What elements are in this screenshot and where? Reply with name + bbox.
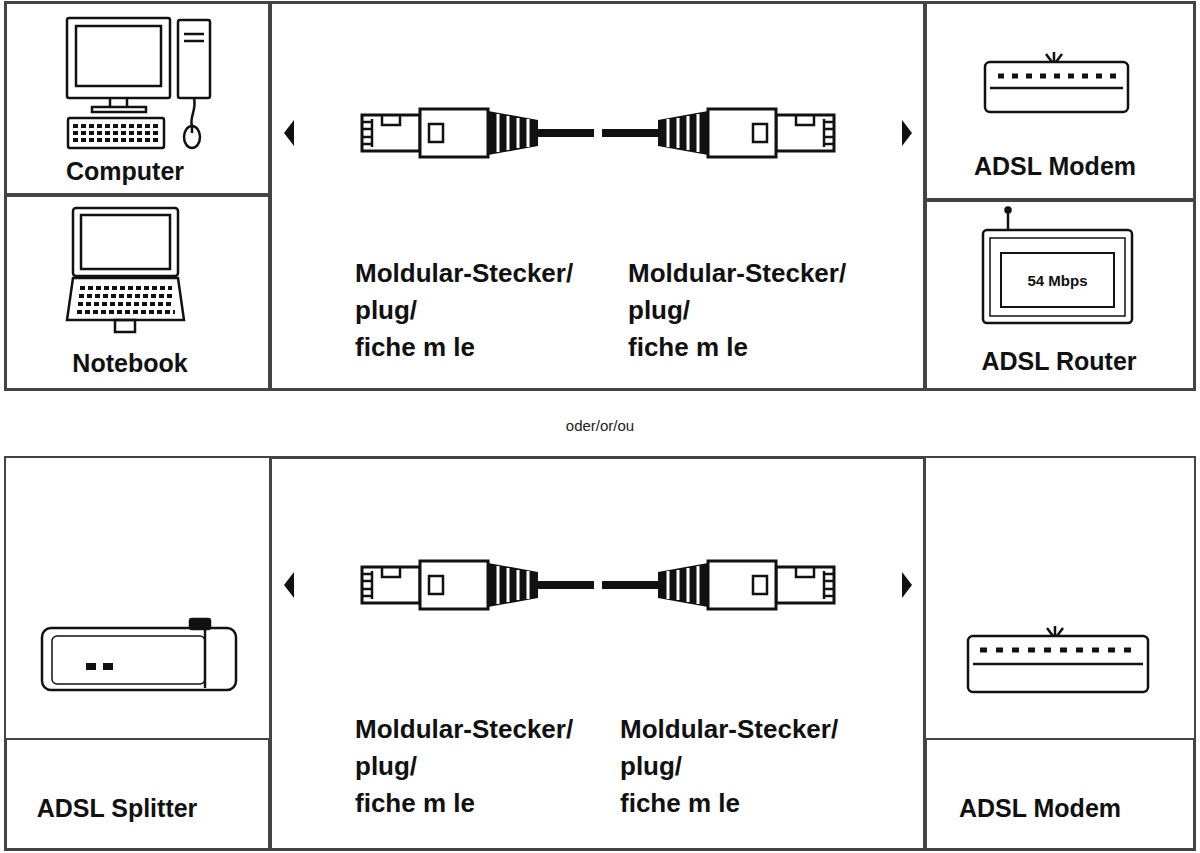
wrap-shape (745, 711, 860, 822)
direction-chevron (902, 572, 912, 598)
separator-note: oder/or/ou (566, 417, 634, 435)
wrap-shape (480, 711, 595, 822)
wrap-shape (480, 255, 595, 366)
device-label: ADSL Router (981, 346, 1136, 376)
router-icon (983, 208, 1132, 324)
device-cell: ADSL Modem (925, 738, 1195, 850)
plug-label: Moldular-Stecker/ plug/ fiche m le (620, 711, 860, 822)
direction-chevron (284, 572, 294, 598)
device-cell: ADSL Modem (925, 2, 1195, 200)
plug-half (602, 561, 834, 609)
plug-label: Moldular-Stecker/ plug/ fiche m le (355, 255, 595, 366)
device-label: Computer (66, 156, 184, 186)
direction-chevron (284, 120, 294, 146)
plug-half (362, 561, 594, 609)
panel-frame (5, 2, 1195, 390)
device-label: ADSL Splitter (37, 793, 198, 823)
modem-icon (985, 52, 1128, 112)
device-cell: Notebook (5, 195, 270, 390)
cable-illustration (362, 561, 834, 609)
splitter-icon (42, 619, 236, 690)
cable-cell: Moldular-Stecker/ plug/ fiche m le Moldul… (270, 2, 925, 390)
device-label: 54 Mbps (1027, 272, 1087, 290)
device-label: ADSL Modem (959, 793, 1121, 823)
plug-label: Moldular-Stecker/ plug/ fiche m le (628, 255, 868, 366)
device-cell: ADSL Router 54 Mbps (925, 200, 1195, 390)
direction-chevron (902, 120, 912, 146)
plug-label: Moldular-Stecker/ plug/ fiche m le (355, 711, 595, 822)
panel-divider (270, 2, 925, 390)
panel-frame (5, 457, 1195, 850)
cable-cell: Moldular-Stecker/ plug/ fiche m leMoldul… (270, 457, 925, 850)
notebook-icon (67, 208, 184, 332)
device-cell: Computer (5, 2, 270, 195)
wrap-shape (753, 255, 868, 366)
modem-icon (968, 626, 1148, 692)
device-label: Notebook (72, 348, 187, 378)
display-panel: 54 Mbps (1000, 252, 1115, 308)
plug-half (362, 109, 594, 157)
computer-icon (67, 18, 210, 148)
cable-illustration (362, 109, 834, 157)
plug-half (602, 109, 834, 157)
device-cell: ADSL Splitter (5, 738, 270, 850)
panel-divider (270, 457, 925, 850)
device-label: ADSL Modem (974, 151, 1136, 181)
